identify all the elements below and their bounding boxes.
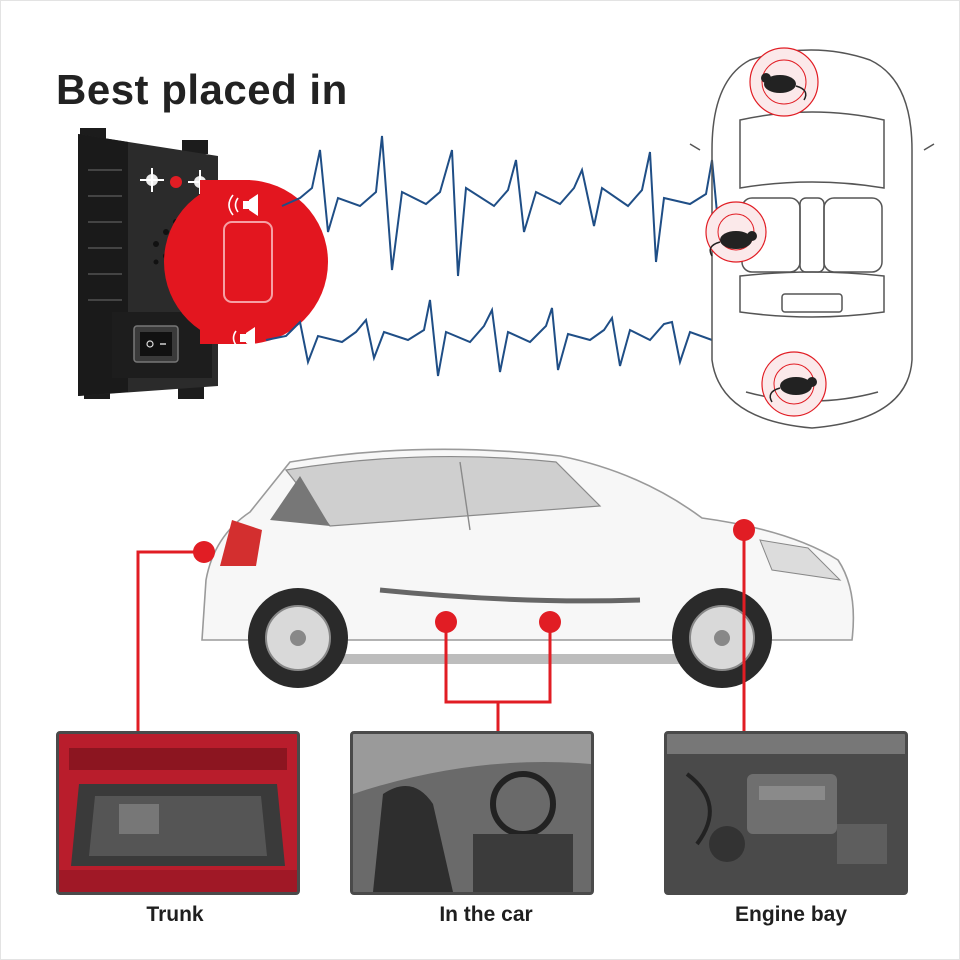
engine-bay-photo [664, 731, 908, 895]
trunk-photo [56, 731, 300, 895]
speaker-icon [232, 327, 255, 349]
power-switch-icon [133, 325, 179, 363]
mouse-target-rear [761, 351, 827, 417]
car-side-view [201, 448, 855, 688]
sound-waves [265, 135, 721, 377]
repeller-device [78, 128, 218, 399]
led-indicator-icon [140, 168, 212, 194]
mouse-target-front [749, 47, 819, 117]
marker-engine [733, 519, 755, 541]
mouse-icon [769, 377, 817, 403]
sound-emitter [164, 180, 328, 349]
mouse-icon [709, 231, 757, 257]
mouse-target-middle [705, 201, 767, 263]
caption-in-the-car: In the car [439, 903, 533, 926]
marker-cabin-front [435, 611, 457, 633]
headline: Best placed in [56, 66, 348, 113]
mouse-icon [761, 73, 807, 101]
marker-trunk [193, 541, 215, 563]
speaker-icon [228, 194, 258, 216]
cabin-photo [350, 731, 594, 895]
caption-trunk: Trunk [146, 903, 204, 926]
caption-engine-bay: Engine bay [734, 903, 848, 926]
marker-cabin-rear [539, 611, 561, 633]
connector-lines [136, 530, 746, 764]
